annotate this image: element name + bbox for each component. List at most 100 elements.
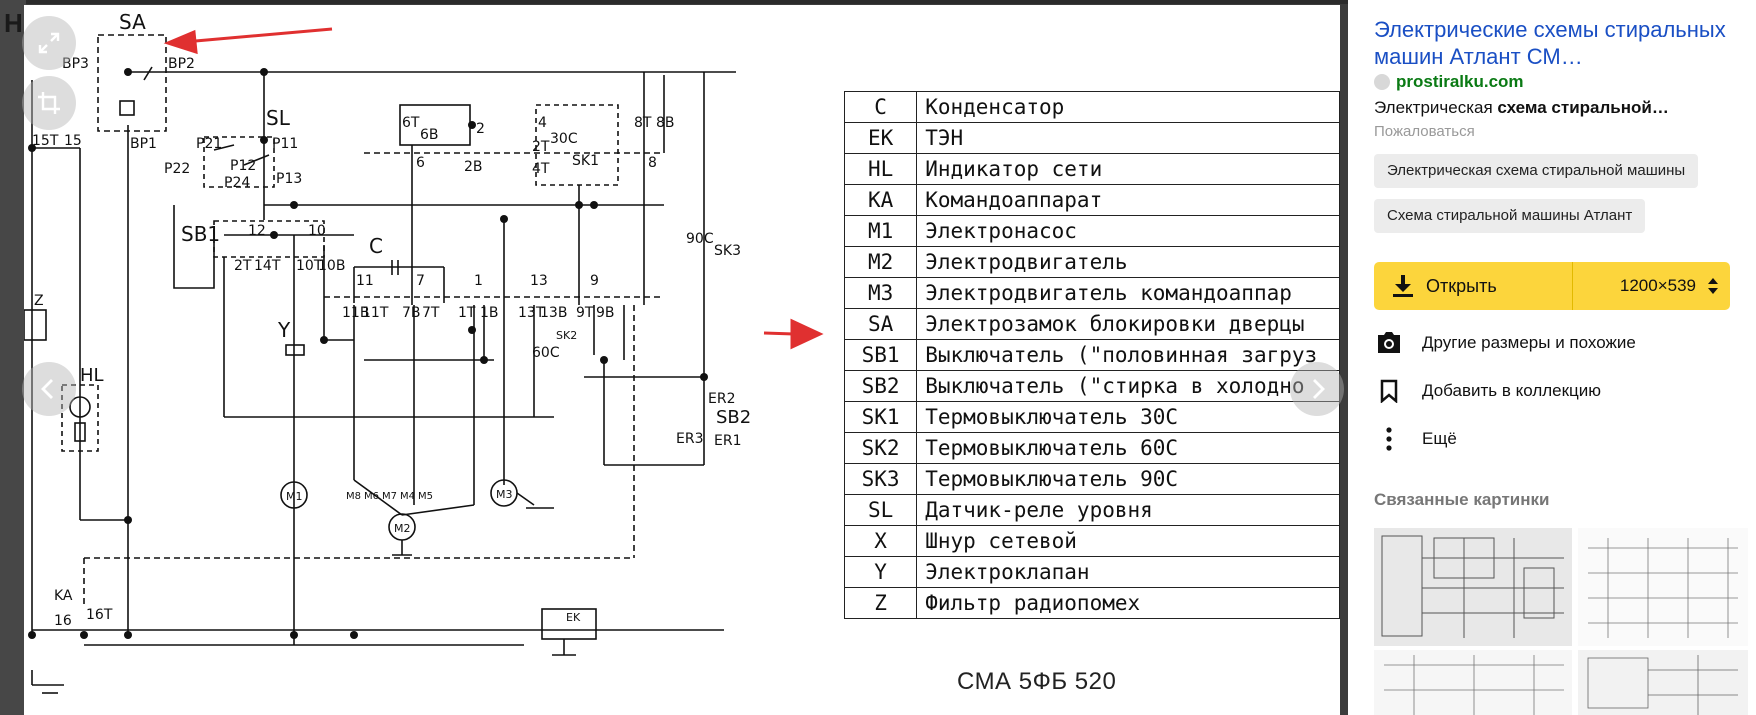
related-image-thumbnail[interactable] bbox=[1374, 650, 1572, 715]
label-er3: ER3 bbox=[676, 431, 703, 447]
chevron-left-icon bbox=[36, 376, 62, 402]
label-4t: 4T bbox=[532, 161, 550, 177]
label-8t: 8T bbox=[634, 115, 652, 131]
legend-code: SA bbox=[843, 308, 918, 340]
label-p13: P13 bbox=[276, 171, 302, 187]
label-9t: 9T bbox=[576, 305, 594, 321]
legend-description: Электродвигатель bbox=[916, 246, 1340, 278]
image-viewer: Н bbox=[0, 0, 1348, 715]
similar-images-label: Другие размеры и похожие bbox=[1422, 333, 1636, 352]
legend-code: SB1 bbox=[843, 339, 918, 371]
related-image-thumbnail[interactable] bbox=[1578, 650, 1748, 715]
related-image-thumbnail[interactable] bbox=[1578, 528, 1748, 646]
label-10: 10 bbox=[308, 223, 326, 239]
label-er1: ER1 bbox=[714, 433, 741, 449]
label-7t: 7T bbox=[422, 305, 440, 321]
legend-description: Шнур сетевой bbox=[916, 525, 1340, 557]
similar-images-action[interactable]: Другие размеры и похожие bbox=[1374, 328, 1636, 358]
more-actions[interactable]: Ещё bbox=[1374, 424, 1457, 454]
tag-chip[interactable]: Схема стиральной машины Атлант bbox=[1374, 199, 1646, 233]
next-image-button[interactable] bbox=[1290, 362, 1344, 416]
sort-arrows-icon bbox=[1708, 277, 1718, 295]
legend-description: Термовыключатель 60С bbox=[916, 432, 1340, 464]
label-15: 15 bbox=[64, 133, 82, 149]
label-60c: 60C bbox=[532, 345, 560, 361]
label-sl: SL bbox=[266, 106, 291, 130]
legend-description: Термовыключатель 30С bbox=[916, 401, 1340, 433]
label-1b: 1B bbox=[480, 305, 499, 321]
thumbnail-preview bbox=[1578, 650, 1748, 715]
legend-description: ТЭН bbox=[916, 122, 1340, 154]
thumbnail-preview bbox=[1374, 650, 1572, 715]
more-label: Ещё bbox=[1422, 429, 1457, 448]
label-13t: 13T bbox=[518, 305, 545, 321]
label-bp3: BP3 bbox=[62, 56, 89, 72]
legend-code: SK1 bbox=[843, 401, 918, 433]
label-m1: M1 bbox=[286, 490, 303, 503]
fullscreen-button[interactable] bbox=[22, 16, 76, 70]
legend-code: Z bbox=[843, 587, 918, 619]
legend-code: KA bbox=[843, 184, 918, 216]
label-13: 13 bbox=[530, 273, 548, 289]
label-sb1: SB1 bbox=[181, 222, 220, 246]
label-15t: 15T bbox=[32, 133, 59, 149]
image-details-panel: Электрические схемы стиральных машин Атл… bbox=[1348, 0, 1756, 715]
legend-code: HL bbox=[843, 153, 918, 185]
image-source-title-link[interactable]: Электрические схемы стиральных машин Атл… bbox=[1374, 17, 1726, 69]
image-size-select[interactable]: 1200×539 bbox=[1573, 262, 1730, 310]
related-image-thumbnail[interactable] bbox=[1374, 528, 1572, 646]
schematic-image[interactable]: SA BP3 BP2 BP1 SL P21 P11 P22 P12 P24 P1… bbox=[24, 5, 1340, 715]
legend-description: Выключатель ("стирка в холодно bbox=[916, 370, 1340, 402]
viewer-top-border bbox=[0, 0, 1348, 4]
description-text: Электрическая bbox=[1374, 98, 1498, 117]
legend-description: Датчик-реле уровня bbox=[916, 494, 1340, 526]
label-6b: 6B bbox=[420, 127, 439, 143]
label-2: 2 bbox=[476, 121, 485, 137]
label-2t-sk1: 2T bbox=[532, 139, 550, 155]
label-14t: 14T bbox=[254, 258, 281, 274]
legend-description: Электрозамок блокировки дверцы bbox=[916, 308, 1340, 340]
crop-icon bbox=[36, 90, 62, 116]
label-4: 4 bbox=[538, 115, 547, 131]
label-11b: 11B bbox=[342, 305, 369, 321]
open-label: Открыть bbox=[1426, 275, 1497, 296]
thumbnail-preview bbox=[1374, 528, 1572, 646]
previous-image-button[interactable] bbox=[22, 362, 76, 416]
background-page-letter: Н bbox=[4, 8, 23, 38]
model-caption: СМА 5ФБ 520 bbox=[957, 668, 1117, 695]
site-favicon-icon bbox=[1374, 74, 1390, 90]
label-sk3: SK3 bbox=[714, 243, 741, 259]
more-vertical-icon bbox=[1374, 424, 1404, 454]
source-domain-link[interactable]: prostiralku.com bbox=[1374, 72, 1524, 92]
label-m3: M3 bbox=[496, 488, 513, 501]
legend-code: C bbox=[843, 91, 918, 123]
label-er2: ER2 bbox=[708, 391, 735, 407]
legend-code: M3 bbox=[843, 277, 918, 309]
label-8b: 8B bbox=[656, 115, 675, 131]
label-m7: M7 bbox=[382, 491, 397, 502]
label-bp1: BP1 bbox=[130, 136, 157, 152]
label-1: 1 bbox=[474, 273, 483, 289]
add-to-collection-action[interactable]: Добавить в коллекцию bbox=[1374, 376, 1601, 406]
tag-chip[interactable]: Электрическая схема стиральной машины bbox=[1374, 154, 1699, 188]
label-1t: 1T bbox=[458, 305, 476, 321]
legend-description: Термовыключатель 90С bbox=[916, 463, 1340, 495]
label-2t: 2T bbox=[234, 258, 252, 274]
crop-button[interactable] bbox=[22, 76, 76, 130]
label-7: 7 bbox=[416, 273, 425, 289]
label-m5: M5 bbox=[418, 491, 433, 502]
report-link[interactable]: Пожаловаться bbox=[1374, 123, 1475, 140]
open-image-button[interactable]: Открыть bbox=[1374, 262, 1572, 310]
legend-code: M2 bbox=[843, 246, 918, 278]
label-10t: 10T bbox=[296, 258, 323, 274]
